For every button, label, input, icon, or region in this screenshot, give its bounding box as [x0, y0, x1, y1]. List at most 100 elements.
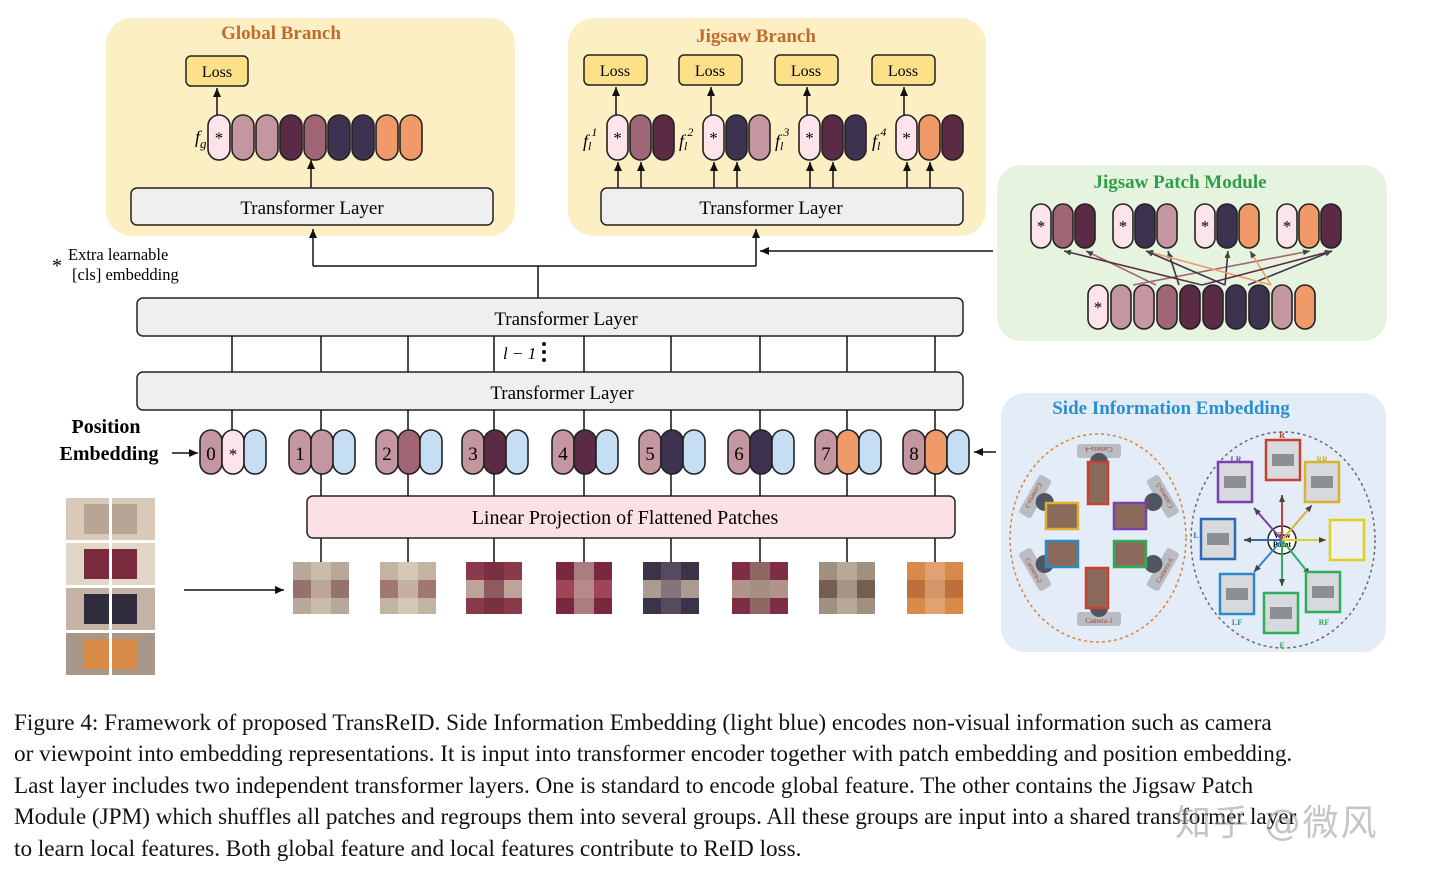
cls-star: *: [229, 445, 238, 464]
source-image-cell: [66, 543, 109, 585]
jigsaw-feature-token: [702, 114, 725, 161]
patch-token: [836, 429, 860, 475]
cell-pixels: [84, 639, 109, 669]
patch-token: [749, 429, 773, 475]
jigsaw-feature-token: [918, 114, 941, 161]
patch-pixels: [661, 562, 681, 614]
side-info-token: [682, 429, 706, 475]
jpm-sequence-token: [1248, 284, 1270, 330]
patch-token: [924, 429, 948, 475]
patch-pixels: [574, 562, 594, 614]
cls-star: *: [709, 129, 718, 148]
figure-caption: Figure 4: Framework of proposed TransReI…: [14, 708, 1426, 865]
source-image-grid: [66, 498, 155, 675]
viewpoint-car-image: [1218, 572, 1256, 616]
source-image-cell: [66, 588, 109, 630]
camera-body: [1019, 548, 1052, 591]
patch-pixels: [398, 562, 418, 614]
jigsaw-loss-box: [583, 54, 648, 86]
camera-lens: [1144, 493, 1163, 511]
jpm-sequence-token: [1294, 284, 1316, 330]
jpm-sequence-token: [1156, 284, 1178, 330]
global-feature-token: [231, 114, 255, 161]
jigsaw-feature-token: [895, 114, 918, 161]
caption-line: Module (JPM) which shuffles all patches …: [14, 804, 1297, 831]
side-info-graphic: Camera-1Camera-2Camera-3Camera-4Camera-5…: [1009, 431, 1376, 650]
viewpoint-label: RR: [1316, 455, 1328, 464]
image-patch: [907, 562, 963, 614]
source-image-cell: [112, 588, 155, 630]
global-feature-token: [279, 114, 303, 161]
cell-pixels: [84, 549, 109, 579]
global-feature-token: [207, 114, 231, 161]
camera-lens: [1144, 555, 1163, 573]
viewpoint-label: R: [1279, 431, 1285, 440]
global-transformer-layer: [130, 187, 494, 226]
patch-token: [397, 429, 421, 475]
source-image-cell: [66, 498, 109, 540]
jpm-sequence-token: [1202, 284, 1224, 330]
jigsaw-loss-label: Loss: [600, 63, 630, 80]
position-index: 7: [821, 444, 831, 465]
viewpoint-car-image: [1328, 518, 1366, 562]
position-index: 8: [909, 444, 919, 465]
viewpoint-ring: [1190, 431, 1376, 649]
viewpoint-arrow: [1281, 539, 1311, 576]
jpm-sequence-token: [1179, 284, 1201, 330]
jpm-group-token: [1320, 203, 1342, 249]
cls-star: *: [613, 129, 622, 148]
side-info-token: [595, 429, 619, 475]
source-image-cell: [112, 498, 155, 540]
jigsaw-loss-label: Loss: [888, 63, 918, 80]
jigsaw-shuffle-graphic: *****: [1030, 203, 1342, 330]
jpm-group-token: [1156, 203, 1178, 249]
jpm-sequence-token: [1225, 284, 1247, 330]
cell-pixels: [84, 594, 109, 624]
side-info-token: [946, 429, 970, 475]
jigsaw-loss-box: [871, 54, 936, 86]
jigsaw-feature-label: fl4: [872, 125, 886, 153]
image-patch: [466, 562, 522, 614]
cls-star: *: [1283, 217, 1292, 236]
jpm-sequence-token: [1110, 284, 1132, 330]
image-patch: [293, 562, 349, 614]
viewpoint-label: LF: [1232, 618, 1242, 627]
camera-body: [1146, 548, 1179, 591]
viewpoint-label: F: [1280, 641, 1285, 650]
viewpoint-arrow: [1253, 507, 1283, 541]
jigsaw-loss-label: Loss: [791, 63, 821, 80]
jigsaw-feature-token: [798, 114, 821, 161]
jpm-sequence-token: [1133, 284, 1155, 330]
depth-label: l − 1: [503, 344, 536, 363]
cls-star: *: [902, 129, 911, 148]
camera-body: [1146, 475, 1179, 518]
caption-line: Last layer includes two independent tran…: [14, 772, 1254, 799]
image-patches: [293, 562, 963, 614]
position-index: 4: [558, 444, 568, 465]
position-index: 6: [734, 444, 744, 465]
position-index: 1: [295, 444, 305, 465]
jpm-sequence-token: [1087, 284, 1109, 330]
jpm-group-token: [1112, 203, 1134, 249]
camera-thumbnail: [1112, 539, 1148, 569]
viewpoint-car-image: [1303, 460, 1341, 504]
jpm-group-token: [1074, 203, 1096, 249]
viewpoint-car-image: [1262, 591, 1300, 635]
global-feature-token: [303, 114, 327, 161]
encoder-connections: [231, 336, 936, 372]
cls-note-star: *: [52, 255, 62, 277]
jigsaw-loss-box: [774, 54, 839, 86]
camera-body: [1077, 612, 1121, 626]
patch-token: [310, 429, 334, 475]
split-connector: [309, 229, 993, 298]
viewpoint-label: LR: [1230, 455, 1241, 464]
car-pixels: [1272, 454, 1294, 466]
patch-pixels: [311, 562, 331, 614]
jpm-shuffle-arrow: [1247, 250, 1333, 286]
car-pixels: [1207, 533, 1229, 545]
patch-token: [660, 429, 684, 475]
patch-pixels: [750, 562, 770, 614]
image-patch: [380, 562, 436, 614]
